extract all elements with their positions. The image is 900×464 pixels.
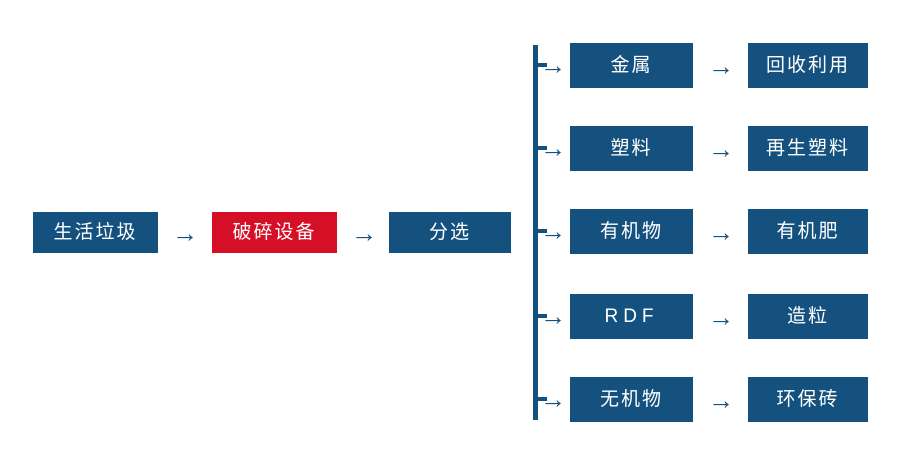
node-main-2-label: 分选 bbox=[428, 222, 471, 243]
branch-connector-2 bbox=[533, 229, 547, 233]
arrow-right-icon: → bbox=[351, 217, 377, 248]
branch-arrow-4: → bbox=[536, 378, 570, 419]
node-product-3-label: 造粒 bbox=[786, 306, 829, 327]
branch-arrow-to-product-2: → bbox=[695, 210, 747, 253]
node-material-4-label: 无机物 bbox=[599, 389, 663, 410]
branch-arrow-1: → bbox=[536, 127, 570, 168]
node-product-2-label: 有机肥 bbox=[776, 221, 840, 242]
arrow-right-icon: → bbox=[708, 216, 734, 247]
node-main-2[interactable]: 分选 bbox=[389, 212, 511, 253]
node-product-0[interactable]: 回收利用 bbox=[748, 43, 868, 88]
arrow-right-icon: → bbox=[172, 217, 198, 248]
branch-connector-0 bbox=[533, 63, 547, 67]
node-product-3[interactable]: 造粒 bbox=[748, 294, 868, 339]
branch-arrow-to-product-4: → bbox=[695, 378, 747, 421]
arrow-right-icon: → bbox=[708, 301, 734, 332]
node-material-3[interactable]: RDF bbox=[570, 294, 693, 339]
node-main-0[interactable]: 生活垃圾 bbox=[33, 212, 158, 253]
node-material-4[interactable]: 无机物 bbox=[570, 377, 693, 422]
branch-arrow-to-product-0: → bbox=[695, 44, 747, 87]
branch-arrow-0: → bbox=[536, 44, 570, 85]
arrow-right-icon: → bbox=[540, 49, 566, 80]
branch-connector-1 bbox=[533, 146, 547, 150]
arrow-right-icon: → bbox=[708, 50, 734, 81]
node-product-1[interactable]: 再生塑料 bbox=[748, 126, 868, 171]
arrow-right-icon: → bbox=[708, 384, 734, 415]
node-product-4-label: 环保砖 bbox=[776, 389, 840, 410]
arrow-right-icon: → bbox=[540, 215, 566, 246]
node-main-0-label: 生活垃圾 bbox=[53, 222, 138, 243]
node-product-0-label: 回收利用 bbox=[765, 55, 850, 76]
arrow-right-icon: → bbox=[708, 133, 734, 164]
node-material-3-label: RDF bbox=[604, 306, 659, 327]
node-product-1-label: 再生塑料 bbox=[765, 138, 850, 159]
branch-connector-4 bbox=[533, 397, 547, 401]
branch-arrow-to-product-3: → bbox=[695, 295, 747, 338]
node-product-4[interactable]: 环保砖 bbox=[748, 377, 868, 422]
node-material-1[interactable]: 塑料 bbox=[570, 126, 693, 171]
node-material-0-label: 金属 bbox=[610, 55, 653, 76]
node-main-1-label: 破碎设备 bbox=[232, 222, 317, 243]
node-main-1[interactable]: 破碎设备 bbox=[212, 212, 337, 253]
branch-arrow-to-product-1: → bbox=[695, 127, 747, 170]
branch-arrow-2: → bbox=[536, 210, 570, 251]
node-material-2[interactable]: 有机物 bbox=[570, 209, 693, 254]
arrow-right-icon: → bbox=[540, 383, 566, 414]
arrow-right-icon: → bbox=[540, 132, 566, 163]
node-material-1-label: 塑料 bbox=[610, 138, 653, 159]
arrow-main-0: → bbox=[162, 212, 208, 253]
arrow-main-1: → bbox=[341, 212, 387, 253]
node-product-2[interactable]: 有机肥 bbox=[748, 209, 868, 254]
branch-connector-3 bbox=[533, 314, 547, 318]
branch-arrow-3: → bbox=[536, 295, 570, 336]
node-material-0[interactable]: 金属 bbox=[570, 43, 693, 88]
node-material-2-label: 有机物 bbox=[599, 221, 663, 242]
arrow-right-icon: → bbox=[540, 300, 566, 331]
